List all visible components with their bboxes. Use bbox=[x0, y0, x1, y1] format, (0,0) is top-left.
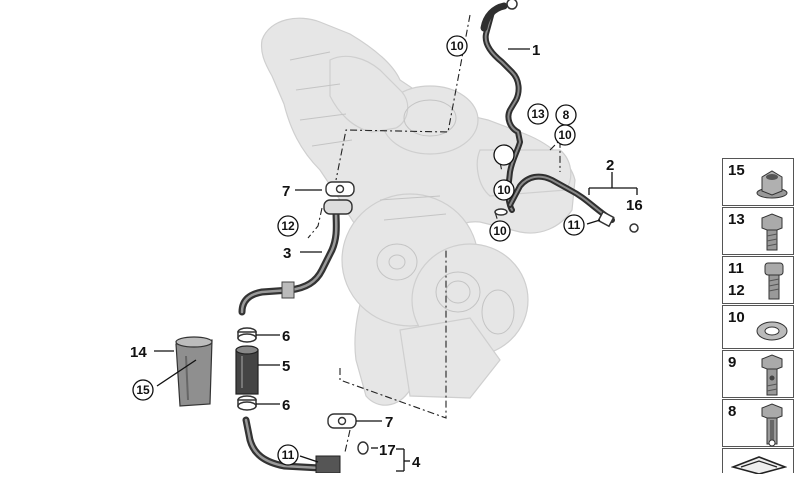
turbocharger-details bbox=[289, 51, 515, 335]
leader-lines bbox=[154, 48, 638, 472]
oil-return-pipe bbox=[238, 208, 340, 316]
seal-ring-upper bbox=[237, 327, 257, 343]
gasket-lower bbox=[327, 413, 357, 429]
callout-16: 16 bbox=[626, 197, 643, 214]
oil-line-2 bbox=[507, 173, 615, 223]
callout-6-lower: 6 bbox=[282, 397, 290, 414]
legend-label-15: 15 bbox=[728, 162, 745, 179]
callout-4: 4 bbox=[412, 454, 421, 471]
legend-label-12: 12 bbox=[728, 282, 745, 299]
callout-15: 15 bbox=[136, 383, 150, 397]
legend-item-8: 8 bbox=[722, 399, 794, 447]
circled-callouts bbox=[132, 35, 585, 466]
legend-item-gasket bbox=[722, 448, 794, 474]
callout-13: 13 bbox=[531, 107, 545, 121]
legend-label-8: 8 bbox=[728, 403, 737, 420]
o-ring-17 bbox=[357, 441, 369, 455]
flange-upper bbox=[323, 199, 353, 215]
legend-label-9: 9 bbox=[728, 354, 737, 371]
gasket-strip-icon bbox=[731, 456, 787, 474]
callout-7-lower: 7 bbox=[385, 414, 393, 431]
callout-11-a: 11 bbox=[568, 218, 581, 232]
callout-12: 12 bbox=[281, 219, 295, 233]
legend-item-13: 13 bbox=[722, 207, 794, 255]
callout-5: 5 bbox=[282, 358, 290, 375]
lower-flange bbox=[315, 455, 341, 474]
line-2-fittings bbox=[597, 210, 639, 233]
legend-item-10: 10 bbox=[722, 305, 794, 349]
callout-14: 14 bbox=[130, 344, 147, 361]
gasket-upper bbox=[325, 181, 355, 197]
hex-bolt-icon bbox=[761, 213, 783, 251]
legend-item-15: 15 bbox=[722, 158, 794, 206]
hollow-bolt-icon bbox=[761, 403, 783, 447]
socket-bolt-icon bbox=[764, 262, 784, 300]
seal-ring-lower bbox=[237, 395, 257, 411]
callout-10-d: 10 bbox=[493, 224, 507, 238]
callout-10-a: 10 bbox=[450, 39, 464, 53]
legend-label-10: 10 bbox=[728, 309, 745, 326]
callout-17: 17 bbox=[379, 442, 396, 459]
callout-3: 3 bbox=[283, 245, 291, 262]
banjo-bolt-icon bbox=[761, 354, 783, 396]
callout-7-upper: 7 bbox=[282, 183, 290, 200]
legend-item-11-12: 11 12 bbox=[722, 256, 794, 304]
legend-label-11: 11 bbox=[728, 260, 744, 277]
callout-10-b: 10 bbox=[558, 128, 572, 142]
pipe-clamp bbox=[281, 281, 295, 299]
callout-10-c: 10 bbox=[497, 183, 511, 197]
callout-2: 2 bbox=[606, 157, 614, 174]
protective-sleeve bbox=[175, 336, 213, 407]
callout-1: 1 bbox=[532, 42, 540, 59]
oil-pipe-lower bbox=[242, 416, 324, 472]
turbocharger-ghost bbox=[260, 17, 576, 406]
callout-8: 8 bbox=[563, 108, 570, 122]
sealing-ring-icon bbox=[756, 321, 788, 341]
callout-11-b: 11 bbox=[282, 448, 295, 462]
legend-item-9: 9 bbox=[722, 350, 794, 398]
legend-label-13: 13 bbox=[728, 211, 745, 228]
flange-nut-icon bbox=[756, 170, 788, 199]
hose-5 bbox=[235, 345, 259, 395]
callout-6-upper: 6 bbox=[282, 328, 290, 345]
